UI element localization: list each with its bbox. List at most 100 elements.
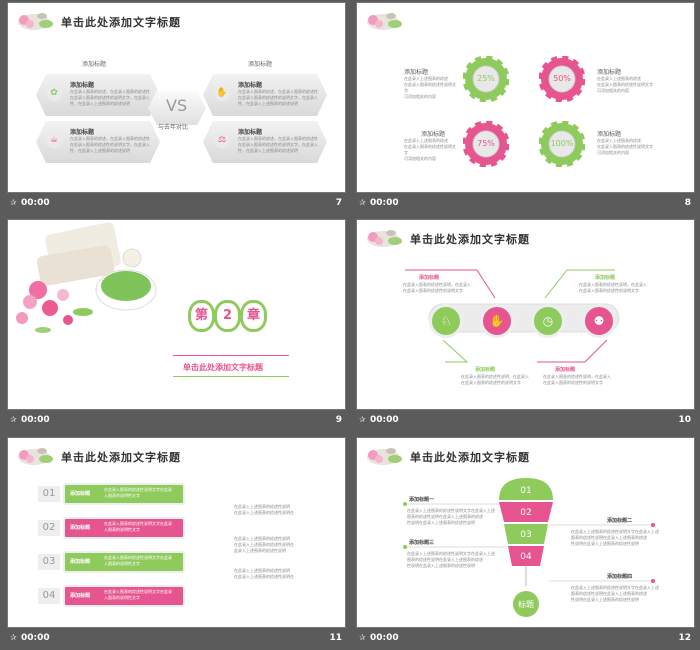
spa-flower-image	[8, 220, 168, 350]
funnel-bottom-label: 标题	[518, 600, 534, 609]
percent-label: 75%	[477, 139, 495, 148]
card-text: 在此录入图表的综述，在此录入图表的综述性在此录入图表的综述性的说明文字，在此录入…	[70, 136, 150, 153]
slide-number: 11	[329, 633, 342, 643]
row-text: 在此录入图表的综述性说明文字在此录入图表的说明性文字	[104, 589, 172, 600]
text-2: 在此录入上述图表的综述性说明文字在此录入上述图表的综述性说明在此录入上述图表的综…	[571, 529, 659, 546]
slide-number: 8	[684, 198, 691, 208]
fitness-icon: ♘	[429, 304, 463, 338]
slide-10[interactable]: 单击此处添加文字标题 ♘ ✋ ◷ ⚉ 添加标题 在此录入图表的综述性说明，在此录…	[356, 219, 695, 410]
flower-logo-icon	[367, 448, 402, 465]
label-bottom-right: 添加标题	[597, 131, 622, 138]
slide-thumbnail-12[interactable]: 单击此处添加文字标题 01 02 03 04 标题 添加标题一 在此	[356, 437, 695, 649]
card-title: 添加标题	[238, 129, 263, 136]
people-icon: ⚉	[582, 304, 616, 338]
vs-label: VS	[166, 96, 188, 115]
slide-title[interactable]: 单击此处添加文字标题	[410, 233, 530, 246]
row-text: 在此录入图表的综述性说明文字在此录入图表的说明性文字	[104, 487, 172, 498]
slide-footer-10: ✰ 00:00 10	[356, 410, 695, 431]
slide-7[interactable]: 单击此处添加文字标题 添加标题 添加标题 ✿ ☕ ✋ ⚖ 添加标题 在此录入图表…	[7, 2, 346, 193]
text-4: 在此录入上述图表的综述性说明文字在此录入上述图表的综述性说明在此录入上述图表的综…	[571, 585, 659, 602]
timing: 00:00	[21, 415, 50, 425]
hand-icon: ✋	[214, 85, 230, 101]
text-bottom-right: 在此录入上述图表的综述在此录入图表的综述性说明文字可添加相关的内容	[597, 138, 653, 155]
row-bar-pink	[63, 585, 185, 607]
slide-number: 7	[335, 198, 342, 208]
text-top-right: 在此录入图表的综述性说明，在此录入在此录入图表的综述性的说明文字	[579, 282, 647, 293]
slide-thumbnail-9[interactable]: 第 2 章 单击此处添加文字标题 ✰ 00:00 9	[7, 219, 346, 431]
flower-logo-icon	[18, 13, 53, 30]
vs-hexagon	[148, 91, 206, 125]
slide-number: 10	[678, 415, 691, 425]
star-icon: ✰	[359, 415, 366, 424]
star-icon: ✰	[359, 633, 366, 642]
slide-thumbnail-10[interactable]: 单击此处添加文字标题 ♘ ✋ ◷ ⚉ 添加标题 在此录入图表的综述性说明，在此录…	[356, 219, 695, 431]
slide-9[interactable]: 第 2 章 单击此处添加文字标题	[7, 219, 346, 410]
label-top-left: 添加标题	[419, 275, 440, 281]
timing: 00:00	[21, 198, 50, 208]
slide-thumbnail-11[interactable]: 单击此处添加文字标题 01 02 03 04 添加标题 在此录入图表的综述性说明…	[7, 437, 346, 649]
slide-thumbnail-8[interactable]: 25% 50% 75% 100% 添加标题 在此录入上述图表的综述在此录入图表的…	[356, 2, 695, 214]
slide-title[interactable]: 单击此处添加文字标题	[410, 451, 530, 464]
row-label: 添加标题	[70, 525, 91, 531]
row-label: 添加标题	[70, 491, 91, 497]
text-bottom-left: 在此录入图表的综述性说明，在此录入在此录入图表的综述性的说明文字	[461, 374, 529, 385]
vs-caption: 与去年对比	[158, 124, 189, 131]
row-number: 01	[38, 486, 60, 502]
cup-icon: ☕	[46, 132, 62, 148]
side-text-1: 在此录入上述图表的综述性说明在此录入上述图表的综述性说明在	[234, 504, 294, 515]
flower-logo-icon	[367, 13, 402, 30]
label-bottom-right: 添加标题	[555, 367, 576, 373]
percent-label: 50%	[553, 74, 571, 83]
funnel-level: 01	[520, 486, 532, 496]
chapter-subtitle[interactable]: 单击此处添加文字标题	[183, 363, 263, 372]
slide-footer-8: ✰ 00:00 8	[356, 193, 695, 214]
flower-logo-icon	[367, 230, 402, 247]
percent-label: 25%	[477, 74, 495, 83]
slide-title[interactable]: 单击此处添加文字标题	[61, 451, 181, 464]
slide-8[interactable]: 25% 50% 75% 100% 添加标题 在此录入上述图表的综述在此录入图表的…	[356, 2, 695, 193]
row-label: 添加标题	[70, 593, 91, 599]
funnel-diagram	[403, 478, 655, 617]
timing: 00:00	[370, 198, 399, 208]
chapter-char-3: 章	[240, 300, 267, 332]
slide-12[interactable]: 单击此处添加文字标题 01 02 03 04 标题 添加标题一 在此	[356, 437, 695, 628]
right-heading: 添加标题	[248, 61, 273, 68]
card-text: 在此录入图表的综述，在此录入图表的综述性在此录入图表的综述性的说明文字，在此录入…	[238, 89, 318, 106]
flower-logo-icon	[18, 448, 53, 465]
label-top-right: 添加标题	[597, 69, 622, 76]
slide-11[interactable]: 单击此处添加文字标题 01 02 03 04 添加标题 在此录入图表的综述性说明…	[7, 437, 346, 628]
label-bottom-left: 添加标题	[475, 367, 496, 373]
label-3: 添加标题三	[409, 540, 435, 546]
percent-label: 100%	[550, 139, 574, 148]
slide-title[interactable]: 单击此处添加文字标题	[61, 16, 181, 29]
funnel-level: 04	[520, 552, 532, 562]
divider-line	[173, 355, 289, 356]
row-text: 在此录入图表的综述性说明文字在此录入图表的说明性文字	[104, 521, 172, 532]
slide-thumbnail-7[interactable]: 单击此处添加文字标题 添加标题 添加标题 ✿ ☕ ✋ ⚖ 添加标题 在此录入图表…	[7, 2, 346, 214]
label-2: 添加标题二	[607, 518, 633, 524]
row-label: 添加标题	[70, 559, 91, 565]
star-icon: ✰	[359, 198, 366, 207]
timing: 00:00	[370, 633, 399, 643]
chapter-char-1: 第	[188, 300, 215, 332]
slide-number: 12	[678, 633, 691, 643]
gear-icon	[539, 121, 585, 167]
gear-icon	[463, 121, 509, 167]
scale-icon: ⚖	[214, 132, 230, 148]
star-icon: ✰	[10, 415, 17, 424]
row-number: 03	[38, 554, 60, 570]
left-heading: 添加标题	[82, 61, 107, 68]
card-title: 添加标题	[238, 82, 263, 89]
card-title: 添加标题	[70, 82, 95, 89]
timing: 00:00	[21, 633, 50, 643]
row-bar-green	[63, 483, 185, 505]
row-number: 02	[38, 520, 60, 536]
gear-icon	[539, 56, 585, 102]
text-1: 在此录入上述图表的综述性说明文字在此录入上述图表的综述性说明在此录入上述图表的综…	[407, 508, 495, 525]
text-bottom-right: 在此录入图表的综述性说明，在此录入在此录入图表的综述性的说明文字	[543, 374, 611, 385]
text-top-right: 在此录入上述图表的综述在此录入图表的综述性说明文字可添加相关的内容	[597, 76, 653, 93]
label-top-right: 添加标题	[595, 275, 616, 281]
card-title: 添加标题	[70, 129, 95, 136]
slide-footer-9: ✰ 00:00 9	[7, 410, 346, 431]
